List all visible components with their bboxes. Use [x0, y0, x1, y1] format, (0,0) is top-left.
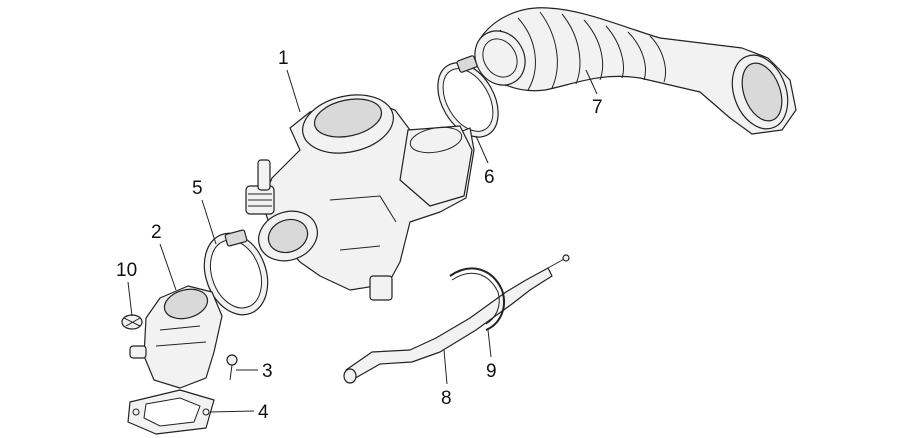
- cable: [343, 254, 570, 384]
- air-intake-duct: [474, 7, 797, 135]
- callout-labels: 1 2 3 4 5 6 7 8 9 10: [116, 48, 603, 423]
- intake-manifold: [129, 285, 223, 389]
- leader-5: [201, 199, 217, 245]
- leader-4: [209, 410, 255, 413]
- callout-1: 1: [278, 48, 289, 69]
- callout-2: 2: [151, 222, 162, 243]
- screw: [226, 354, 238, 381]
- leader-7: [585, 69, 598, 95]
- callout-4: 4: [258, 402, 269, 423]
- hose-clamp-upper: [437, 55, 499, 138]
- small-clamp: [121, 314, 143, 330]
- callout-6: 6: [484, 167, 495, 188]
- carburetor: [245, 94, 475, 301]
- leader-6: [475, 135, 489, 164]
- callout-5: 5: [192, 178, 203, 199]
- callout-7: 7: [592, 97, 603, 118]
- hose-clamp-lower: [203, 229, 269, 316]
- callout-3: 3: [262, 361, 273, 382]
- leader-lines: [127, 69, 598, 413]
- leader-2: [159, 243, 177, 291]
- leader-8: [443, 349, 448, 385]
- callout-9: 9: [486, 361, 497, 382]
- gasket: [127, 389, 215, 435]
- leader-10: [127, 281, 133, 317]
- leader-1: [286, 69, 301, 113]
- callout-10: 10: [116, 260, 137, 281]
- leader-9: [487, 329, 492, 358]
- callout-8: 8: [441, 388, 452, 409]
- cable-clip: [449, 267, 505, 331]
